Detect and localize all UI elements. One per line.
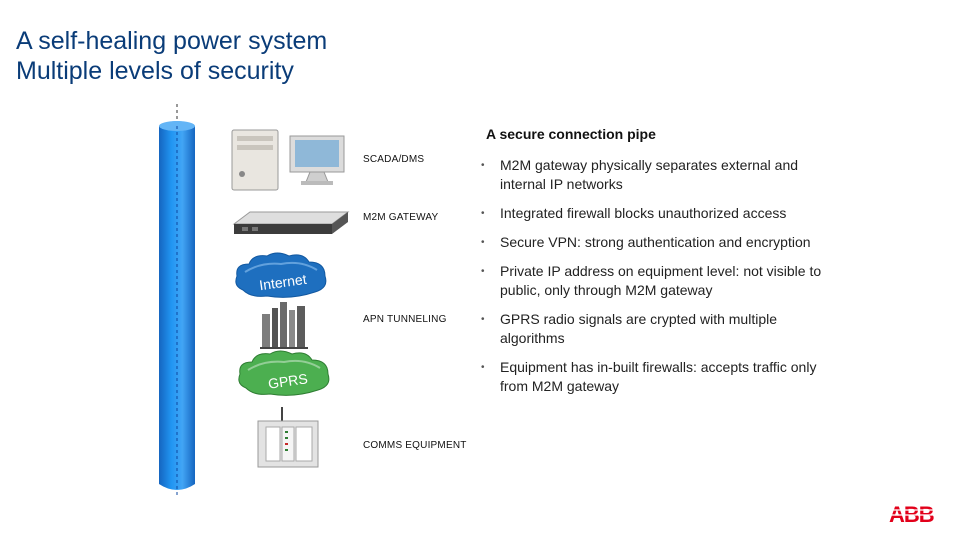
label-scada: SCADA/DMS bbox=[363, 154, 425, 165]
bullet-item: M2M gateway physically separates externa… bbox=[481, 156, 841, 194]
gprs-cloud-text: GPRS bbox=[267, 370, 309, 391]
abb-logo: ABB bbox=[889, 503, 943, 525]
label-comms: COMMS EQUIPMENT bbox=[363, 440, 467, 451]
title-line-2: Multiple levels of security bbox=[16, 57, 294, 85]
bullet-item: Secure VPN: strong authentication and en… bbox=[481, 233, 841, 252]
security-bullets: M2M gateway physically separates externa… bbox=[481, 156, 841, 406]
label-apn: APN TUNNELING bbox=[363, 314, 447, 325]
bullet-item: Integrated firewall blocks unauthorized … bbox=[481, 204, 841, 223]
gprs-cloud-icon: GPRS bbox=[238, 350, 330, 396]
bullet-item: Private IP address on equipment level: n… bbox=[481, 262, 841, 300]
pipe-heading: A secure connection pipe bbox=[486, 126, 656, 142]
title-line-1: A self-healing power system bbox=[16, 27, 328, 55]
bullet-item: Equipment has in-built firewalls: accept… bbox=[481, 358, 841, 396]
slide-title: A self-healing power system Multiple lev… bbox=[16, 26, 327, 86]
svg-text:ABB: ABB bbox=[889, 503, 934, 525]
computer-icon bbox=[231, 129, 345, 191]
comms-equipment-icon bbox=[257, 407, 319, 468]
internet-cloud-text: Internet bbox=[258, 271, 307, 293]
secure-pipe-graphic bbox=[159, 104, 195, 496]
gateway-device-icon bbox=[232, 211, 350, 234]
internet-cloud-icon: Internet bbox=[235, 252, 327, 298]
radio-antenna-icon bbox=[260, 302, 308, 349]
label-gateway: M2M GATEWAY bbox=[363, 212, 439, 223]
bullet-item: GPRS radio signals are crypted with mult… bbox=[481, 310, 841, 348]
